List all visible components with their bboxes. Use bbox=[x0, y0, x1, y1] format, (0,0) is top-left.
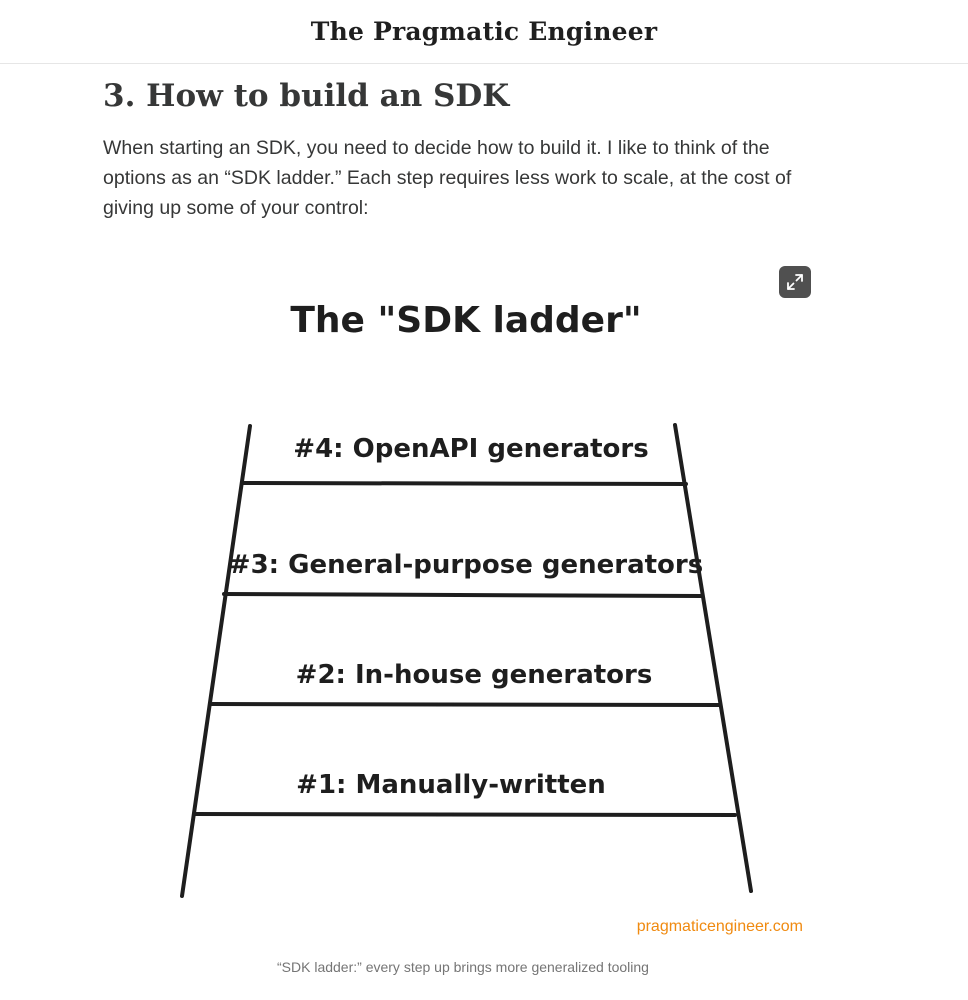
step-label-2: #2: In-house generators bbox=[296, 660, 653, 690]
ladder-rung-3 bbox=[222, 592, 703, 598]
step-label-1: #1: Manually-written bbox=[296, 770, 606, 800]
step-label-4: #4: OpenAPI generators bbox=[293, 434, 648, 464]
figure-watermark: pragmaticengineer.com bbox=[636, 918, 803, 935]
ladder-right-rail bbox=[673, 423, 753, 893]
publication-title[interactable]: The Pragmatic Engineer bbox=[310, 17, 658, 46]
top-bar: The Pragmatic Engineer bbox=[0, 0, 968, 64]
ladder-left-rail bbox=[180, 424, 252, 898]
ladder-rung-1 bbox=[193, 812, 737, 817]
ladder-rung-4 bbox=[241, 481, 688, 486]
step-label-3: #3: General-purpose generators bbox=[229, 550, 703, 580]
ladder-rung-2 bbox=[210, 702, 721, 707]
article-paragraph: When starting an SDK, you need to decide… bbox=[103, 137, 792, 219]
expand-arrows-icon bbox=[787, 274, 803, 290]
diagram-title: The "SDK ladder" bbox=[290, 300, 641, 341]
figure-caption: “SDK ladder:” every step up brings more … bbox=[277, 959, 649, 975]
expand-image-button[interactable] bbox=[779, 266, 811, 298]
section-heading: 3. How to build an SDK bbox=[103, 78, 510, 114]
